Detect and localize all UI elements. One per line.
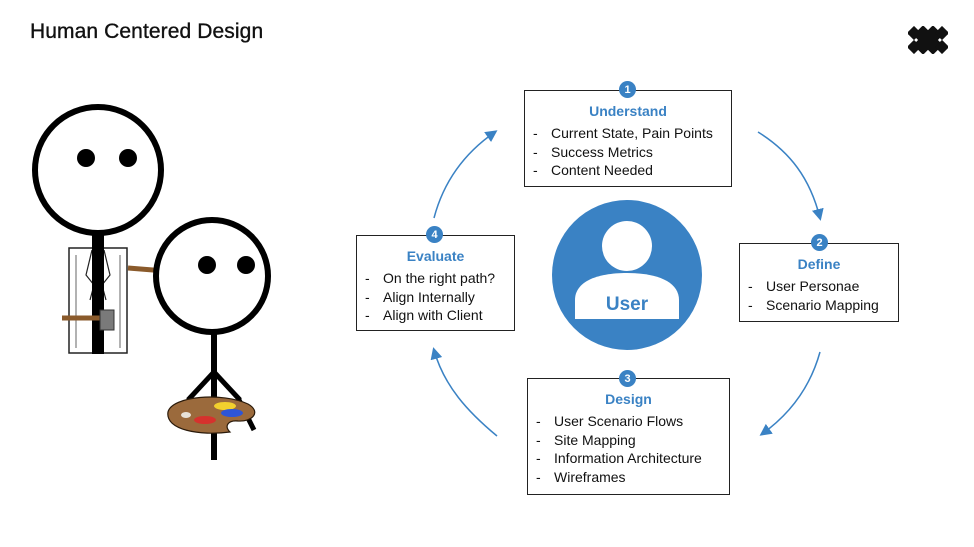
step-evaluate-badge: 4 (426, 226, 443, 243)
user-avatar-icon (552, 200, 702, 350)
list-item: Content Needed (533, 161, 723, 180)
step-understand-title: Understand (589, 103, 667, 119)
step-evaluate-title: Evaluate (406, 248, 465, 264)
list-item: Wireframes (536, 468, 721, 487)
step-design-box: Design User Scenario Flows Site Mapping … (527, 378, 730, 495)
step-understand-badge: 1 (619, 81, 636, 98)
user-label: User (605, 294, 649, 315)
list-item: On the right path? (365, 269, 506, 288)
step-define-box: Define User Personae Scenario Mapping (739, 243, 899, 322)
list-item: Align with Client (365, 306, 506, 325)
list-item: Current State, Pain Points (533, 124, 723, 143)
list-item: Site Mapping (536, 431, 721, 450)
arrow-design-to-evaluate (430, 347, 498, 437)
list-item: Align Internally (365, 288, 506, 307)
step-design-title: Design (605, 391, 652, 407)
list-item: Scenario Mapping (748, 296, 890, 315)
step-design-list: User Scenario Flows Site Mapping Informa… (536, 412, 721, 486)
list-item: Success Metrics (533, 143, 723, 162)
step-understand-box: Understand Current State, Pain Points Su… (524, 90, 732, 187)
step-define-badge: 2 (811, 234, 828, 251)
step-define-title: Define (797, 256, 841, 272)
step-evaluate-box: Evaluate On the right path? Align Intern… (356, 235, 515, 331)
step-understand-list: Current State, Pain Points Success Metri… (533, 124, 723, 180)
painter-figure (153, 217, 271, 460)
list-item: User Scenario Flows (536, 412, 721, 431)
list-item: Information Architecture (536, 449, 721, 468)
architect-figure (32, 104, 192, 354)
arrow-evaluate-to-understand (433, 130, 498, 219)
step-design-badge: 3 (619, 370, 636, 387)
four-x-logo-icon (908, 26, 948, 54)
list-item: User Personae (748, 277, 890, 296)
page-title: Human Centered Design (30, 20, 264, 43)
arrow-define-to-design (759, 351, 821, 436)
step-evaluate-list: On the right path? Align Internally Alig… (365, 269, 506, 325)
arrow-understand-to-define (757, 131, 824, 221)
step-define-list: User Personae Scenario Mapping (748, 277, 890, 314)
